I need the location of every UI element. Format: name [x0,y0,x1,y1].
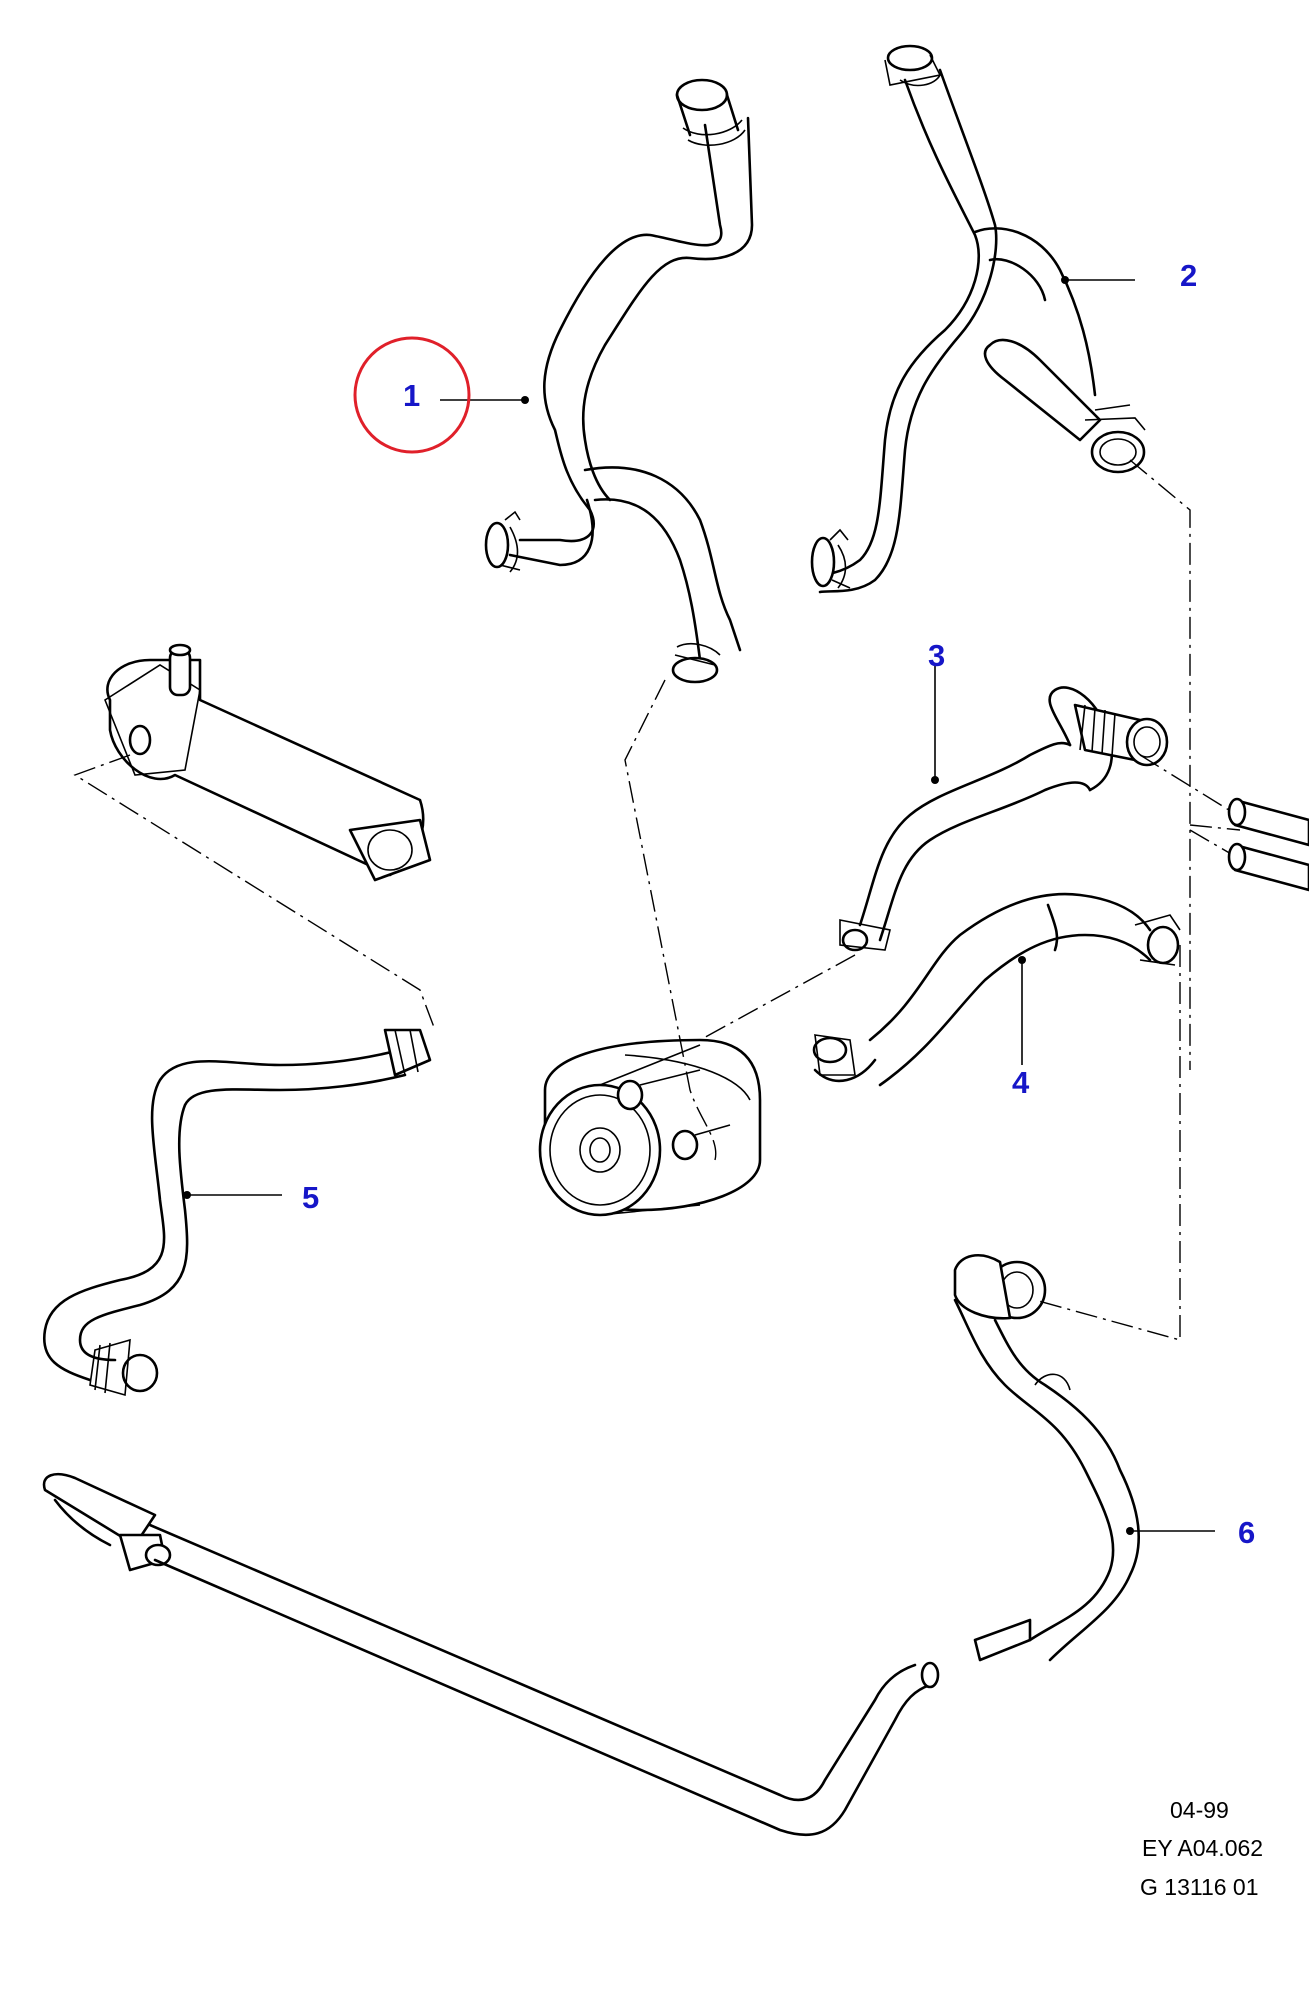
callout-1: 1 [403,378,420,413]
callout-4: 4 [1012,1065,1030,1100]
pipe-stubs [1227,797,1309,892]
part-3-hose [839,686,1169,952]
callout-leaders [183,276,1215,1535]
callout-3: 3 [928,638,945,673]
part-5-hose [42,1028,432,1397]
part-2-hose [810,44,1146,594]
part-4-hose [812,892,1181,1087]
oil-cooler-unit [538,1038,762,1217]
part-1-hose [484,78,754,684]
part-6-hose [42,1254,1140,1837]
callout-1-highlight [353,336,471,454]
footer-ref: EY A04.062 [1142,1835,1263,1861]
callout-2: 2 [1180,258,1197,293]
egr-cooler [104,643,432,882]
callout-5: 5 [302,1180,319,1215]
footer-graphic: G 13116 01 [1140,1874,1259,1900]
footer-date: 04-99 [1170,1797,1229,1823]
callout-6: 6 [1238,1515,1255,1550]
